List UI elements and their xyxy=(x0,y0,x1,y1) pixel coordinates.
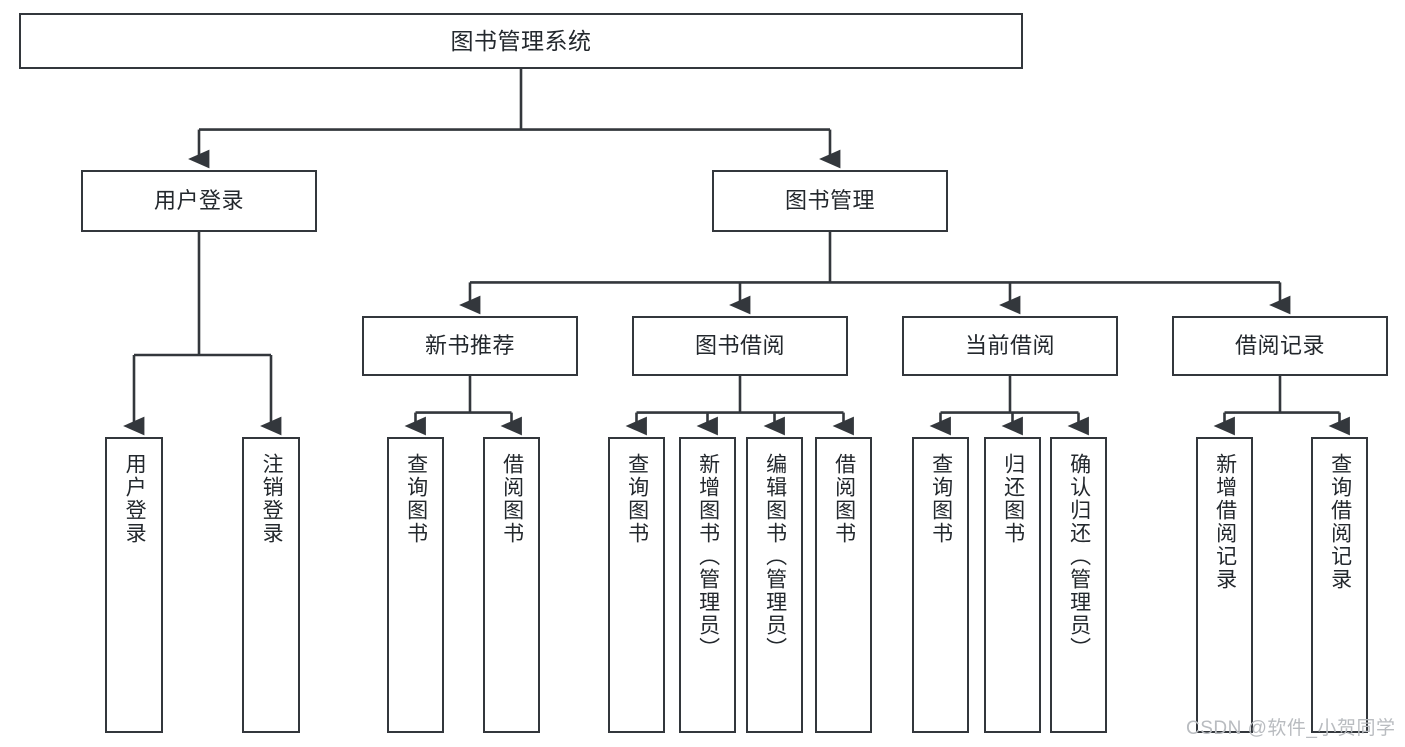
node-current[interactable]: 当前借阅 xyxy=(902,316,1118,376)
node-borrow[interactable]: 图书借阅 xyxy=(632,316,848,376)
node-label: 借阅图书 xyxy=(500,453,524,545)
node-label: 图书借阅 xyxy=(694,333,785,359)
node-root[interactable]: 图书管理系统 xyxy=(19,13,1023,69)
node-leaf-query-book-2[interactable]: 查询图书 xyxy=(608,437,665,733)
node-label: 查询图书 xyxy=(404,453,428,545)
node-label: 编辑图书（管理员） xyxy=(763,453,787,660)
node-label: 当前借阅 xyxy=(964,333,1055,359)
node-leaf-user-login[interactable]: 用户登录 xyxy=(105,437,163,733)
node-label: 用户登录 xyxy=(153,188,244,214)
csdn-watermark: CSDN @软件_小贺同学 xyxy=(1186,718,1396,739)
node-leaf-confirm-return[interactable]: 确认归还（管理员） xyxy=(1050,437,1107,733)
node-label: 图书管理系统 xyxy=(450,27,592,54)
node-label: 查询图书 xyxy=(625,453,649,545)
node-label: 借阅图书 xyxy=(832,453,856,545)
node-label: 新增借阅记录 xyxy=(1213,453,1237,591)
node-records[interactable]: 借阅记录 xyxy=(1172,316,1388,376)
node-label: 新书推荐 xyxy=(424,333,515,359)
node-leaf-add-book[interactable]: 新增图书（管理员） xyxy=(679,437,736,733)
node-label: 确认归还（管理员） xyxy=(1067,453,1091,660)
node-leaf-return-book[interactable]: 归还图书 xyxy=(984,437,1041,733)
node-leaf-query-book-1[interactable]: 查询图书 xyxy=(387,437,444,733)
node-label: 图书管理 xyxy=(784,188,875,214)
node-label: 归还图书 xyxy=(1001,453,1025,545)
node-login[interactable]: 用户登录 xyxy=(81,170,317,232)
node-leaf-query-record[interactable]: 查询借阅记录 xyxy=(1311,437,1368,733)
node-label: 新增图书（管理员） xyxy=(696,453,720,660)
node-leaf-borrow-book-2[interactable]: 借阅图书 xyxy=(815,437,872,733)
node-label: 查询借阅记录 xyxy=(1328,453,1352,591)
node-leaf-edit-book[interactable]: 编辑图书（管理员） xyxy=(746,437,803,733)
node-label: 用户登录 xyxy=(123,453,147,545)
node-label: 借阅记录 xyxy=(1234,333,1325,359)
node-bookmgmt[interactable]: 图书管理 xyxy=(712,170,948,232)
node-leaf-borrow-book-1[interactable]: 借阅图书 xyxy=(483,437,540,733)
node-leaf-query-book-3[interactable]: 查询图书 xyxy=(912,437,969,733)
node-leaf-user-logout[interactable]: 注销登录 xyxy=(242,437,300,733)
node-label: 查询图书 xyxy=(929,453,953,545)
node-newbook[interactable]: 新书推荐 xyxy=(362,316,578,376)
node-label: 注销登录 xyxy=(260,453,284,545)
node-leaf-add-record[interactable]: 新增借阅记录 xyxy=(1196,437,1253,733)
